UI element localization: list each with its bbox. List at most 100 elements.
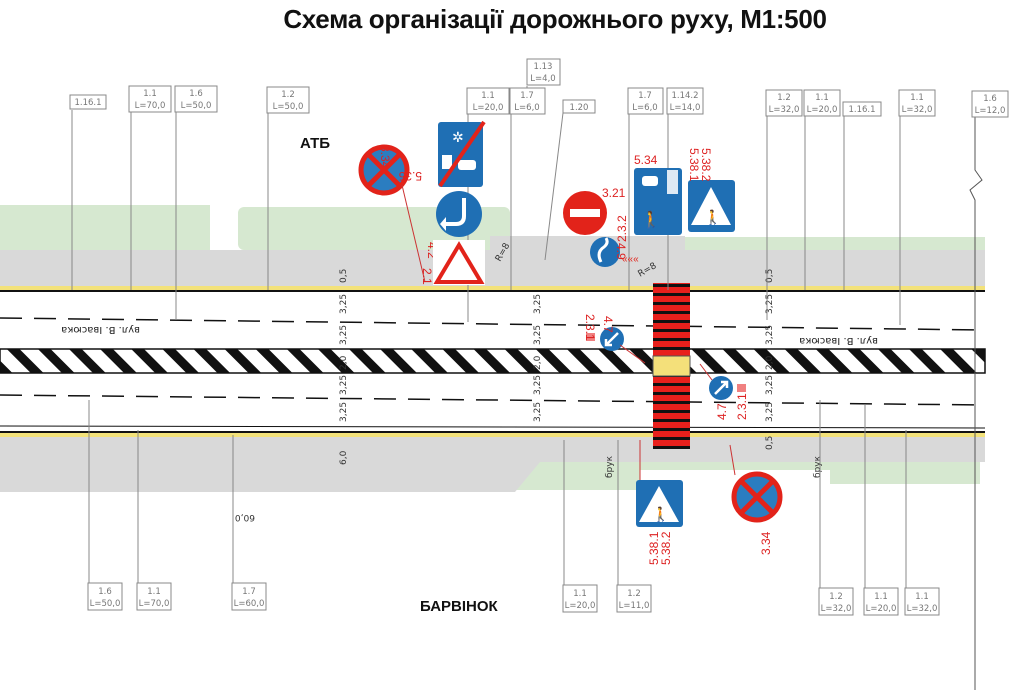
svg-text:5.38.2: 5.38.2 bbox=[659, 531, 673, 565]
street-name-left: вул. В. Івасюка bbox=[61, 324, 140, 335]
svg-text:L=32,0: L=32,0 bbox=[907, 604, 938, 614]
give-way-sign-icon: 2.1 bbox=[420, 240, 485, 285]
no-stopping-sign-icon: 3.34 bbox=[358, 144, 426, 283]
svg-text:3,25: 3,25 bbox=[339, 325, 349, 345]
svg-text:1.1: 1.1 bbox=[147, 587, 161, 597]
svg-text:1.2: 1.2 bbox=[627, 589, 641, 599]
svg-text:5.38.1: 5.38.1 bbox=[647, 531, 661, 565]
callout: 1.6L=12,0 bbox=[971, 90, 1009, 118]
svg-text:1.2: 1.2 bbox=[281, 90, 295, 100]
diagram-title: Схема організації дорожнього руху, М1:50… bbox=[283, 4, 827, 34]
marking-callouts-bottom: 1.6L=50,0 1.1L=70,0 1.7L=60,0 1.1L=20,0 … bbox=[87, 400, 940, 616]
svg-text:L=20,0: L=20,0 bbox=[807, 105, 838, 115]
pass-right-sign-icon: 4.7 2.3.1 bbox=[583, 314, 646, 364]
lane-markings bbox=[0, 317, 986, 429]
svg-text:1.16.1: 1.16.1 bbox=[848, 105, 875, 115]
svg-text:60,0: 60,0 bbox=[235, 512, 255, 522]
callout: 1.1L=70,0 bbox=[136, 430, 172, 611]
svg-text:1.1: 1.1 bbox=[481, 91, 495, 101]
svg-text:L=32,0: L=32,0 bbox=[769, 105, 800, 115]
svg-text:L=20,0: L=20,0 bbox=[866, 604, 897, 614]
svg-text:3,25: 3,25 bbox=[339, 294, 349, 314]
svg-text:L=20,0: L=20,0 bbox=[565, 601, 596, 611]
svg-text:3,25: 3,25 bbox=[339, 375, 349, 395]
svg-text:1.14.2: 1.14.2 bbox=[671, 91, 698, 101]
svg-text:2.3.1: 2.3.1 bbox=[735, 393, 749, 420]
svg-text:3,25: 3,25 bbox=[533, 325, 543, 345]
chevron-plate-icon: ««« 2.3.2 bbox=[615, 215, 639, 265]
svg-text:1.20: 1.20 bbox=[570, 103, 589, 113]
svg-text:1.2: 1.2 bbox=[777, 93, 791, 103]
svg-text:✲: ✲ bbox=[452, 129, 464, 145]
end-residential-zone-sign-icon: ✲ 5.35 bbox=[398, 120, 486, 188]
svg-text:L=11,0: L=11,0 bbox=[619, 601, 650, 611]
callout: 1.20 bbox=[544, 99, 596, 261]
svg-text:1.16.1: 1.16.1 bbox=[74, 98, 101, 108]
svg-text:L=60,0: L=60,0 bbox=[234, 599, 265, 609]
svg-text:3,25: 3,25 bbox=[765, 402, 775, 422]
svg-text:4.7: 4.7 bbox=[715, 403, 729, 420]
callout: 1.1L=20,0 bbox=[803, 89, 841, 290]
svg-text:1.1: 1.1 bbox=[910, 93, 924, 103]
svg-text:брук: брук bbox=[813, 455, 823, 478]
svg-text:🚶: 🚶 bbox=[641, 210, 661, 229]
callout: 1.6L=50,0 bbox=[87, 400, 123, 611]
svg-text:5.34: 5.34 bbox=[634, 153, 658, 167]
detour-sign-icon: 4.9 bbox=[590, 237, 628, 267]
callout: 1.2L=32,0 bbox=[765, 89, 803, 320]
svg-text:5.35: 5.35 bbox=[398, 169, 422, 183]
svg-text:2.3.1: 2.3.1 bbox=[583, 314, 597, 341]
svg-text:2,0: 2,0 bbox=[339, 355, 349, 370]
svg-text:L=50,0: L=50,0 bbox=[273, 102, 304, 112]
svg-text:1.6: 1.6 bbox=[983, 94, 997, 104]
callout: 1.2L=32,0 bbox=[818, 400, 854, 616]
svg-text:2,0: 2,0 bbox=[533, 355, 543, 370]
callout: 1.2L=50,0 bbox=[266, 86, 310, 290]
street-name-right: вул. В. Івасюка bbox=[799, 335, 878, 346]
svg-text:4.7: 4.7 bbox=[601, 316, 615, 333]
svg-text:L=70,0: L=70,0 bbox=[135, 101, 166, 111]
svg-text:1.7: 1.7 bbox=[638, 91, 652, 101]
svg-text:🚶: 🚶 bbox=[704, 209, 721, 226]
no-entry-sign-icon: 3.21 bbox=[563, 186, 626, 235]
svg-text:2,0: 2,0 bbox=[765, 355, 775, 370]
svg-text:L=14,0: L=14,0 bbox=[670, 103, 701, 113]
label-atb: АТБ bbox=[300, 135, 330, 152]
callout: 1.7L=6,0 bbox=[627, 87, 664, 290]
svg-text:5.38.2: 5.38.2 bbox=[699, 148, 713, 182]
svg-text:L=6,0: L=6,0 bbox=[514, 103, 539, 113]
callout: 1.6L=50,0 bbox=[174, 85, 218, 320]
svg-text:1.1: 1.1 bbox=[573, 589, 587, 599]
callout: 1.1L=32,0 bbox=[898, 89, 936, 325]
svg-text:3,25: 3,25 bbox=[533, 375, 543, 395]
refuge-island bbox=[652, 355, 691, 377]
lane-width-labels: 0,5 3,25 3,25 2,0 3,25 3,25 6,0 3,25 3,2… bbox=[235, 241, 823, 522]
no-stopping-sign-icon: 3.34 bbox=[729, 444, 783, 555]
label-barvinok: БАРВІНОК bbox=[420, 598, 499, 615]
callout: 1.1L=20,0 bbox=[562, 440, 598, 613]
svg-text:6,0: 6,0 bbox=[339, 450, 349, 465]
pedestrian-crossing-sign-icon: 🚶 5.38.1 5.38.2 bbox=[636, 440, 683, 565]
svg-text:2.3.2: 2.3.2 bbox=[615, 215, 629, 242]
svg-text:3,25: 3,25 bbox=[533, 402, 543, 422]
callout: 1.16.1 bbox=[842, 101, 882, 290]
svg-text:L=12,0: L=12,0 bbox=[975, 106, 1006, 116]
callout: 1.13L=4,0 bbox=[526, 58, 561, 88]
pass-right-sign-icon: 4.7 2.3.1 bbox=[699, 363, 749, 420]
sidewalk bbox=[0, 236, 985, 492]
svg-text:🚶: 🚶 bbox=[652, 506, 669, 523]
svg-text:L=20,0: L=20,0 bbox=[473, 103, 504, 113]
svg-text:4.9: 4.9 bbox=[614, 243, 628, 260]
svg-text:1.7: 1.7 bbox=[242, 587, 256, 597]
svg-text:3,25: 3,25 bbox=[765, 294, 775, 314]
svg-text:1.6: 1.6 bbox=[98, 587, 112, 597]
svg-text:L=50,0: L=50,0 bbox=[181, 101, 212, 111]
marking-callouts-top: 1.16.1 1.1L=70,0 1.6L=50,0 1.2L=50,0 1.1… bbox=[69, 58, 1009, 325]
callout: 1.2L=11,0 bbox=[616, 440, 652, 613]
svg-text:3.34: 3.34 bbox=[378, 145, 392, 169]
residential-zone-sign-icon: 🚶 5.34 bbox=[634, 153, 682, 235]
callout: 1.7L=60,0 bbox=[231, 435, 267, 611]
svg-text:3,25: 3,25 bbox=[533, 294, 543, 314]
curb-bottom bbox=[0, 432, 985, 437]
